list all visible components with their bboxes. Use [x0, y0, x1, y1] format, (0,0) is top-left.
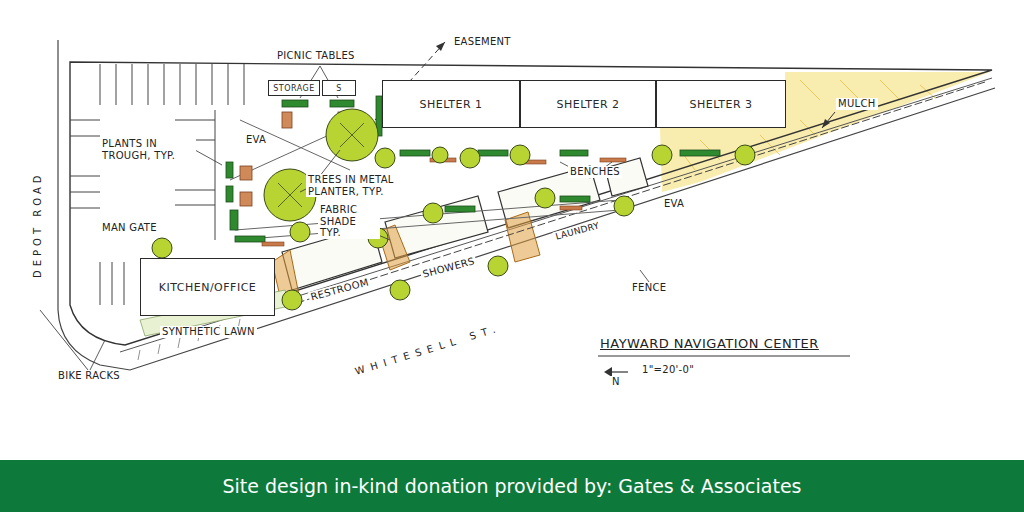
caption: Site design in-kind donation provided by… [223, 475, 802, 497]
footer-band: Site design in-kind donation provided by… [0, 460, 1024, 512]
building-name: S [336, 84, 342, 93]
building-name: SHELTER 3 [689, 98, 752, 111]
callout-label: SYNTHETIC LAWN [160, 326, 257, 338]
drawing-title: HAYWARD NAVIGATION CENTER [598, 336, 821, 351]
callout-label: EVA [662, 198, 686, 210]
shelter-building: SHELTER 1 [382, 80, 520, 128]
street-name: DEPOT ROAD [32, 170, 44, 280]
kitchen-office-building: KITCHEN/OFFICE [140, 258, 275, 316]
storage-box: S [322, 80, 356, 96]
building-name: KITCHEN/OFFICE [159, 281, 257, 294]
callout-label: BIKE RACKS [56, 370, 122, 382]
callout-label: FABRIC SHADE TYP. [318, 204, 380, 239]
street-name: WHITESELL ST. [352, 321, 505, 378]
callout-label: EASEMENT [452, 36, 513, 48]
building-label: SHOWERS [419, 255, 477, 281]
callout-label: PICNIC TABLES [275, 50, 357, 62]
callout-label: FENCE [630, 282, 668, 294]
callout-label: BENCHES [568, 166, 622, 178]
building-name: SHELTER 2 [556, 98, 619, 111]
callout-label: MAN GATE [100, 222, 159, 234]
callout-label: PLANTS IN TROUGH, TYP. [100, 138, 196, 161]
shelter-building: SHELTER 2 [520, 80, 656, 128]
north-arrow-label: N [610, 376, 622, 388]
building-name: SHELTER 1 [419, 98, 482, 111]
shelter-building: SHELTER 3 [656, 80, 786, 128]
scale-label: 1"=20'-0" [640, 364, 696, 376]
building-name: STORAGE [273, 84, 315, 93]
callout-label: EVA [244, 134, 268, 146]
building-label: LAUNDRY [552, 220, 602, 243]
storage-box: STORAGE [268, 80, 320, 96]
callout-label: TREES IN METAL PLANTER, TYP. [306, 174, 420, 197]
callout-label: MULCH [836, 98, 878, 110]
